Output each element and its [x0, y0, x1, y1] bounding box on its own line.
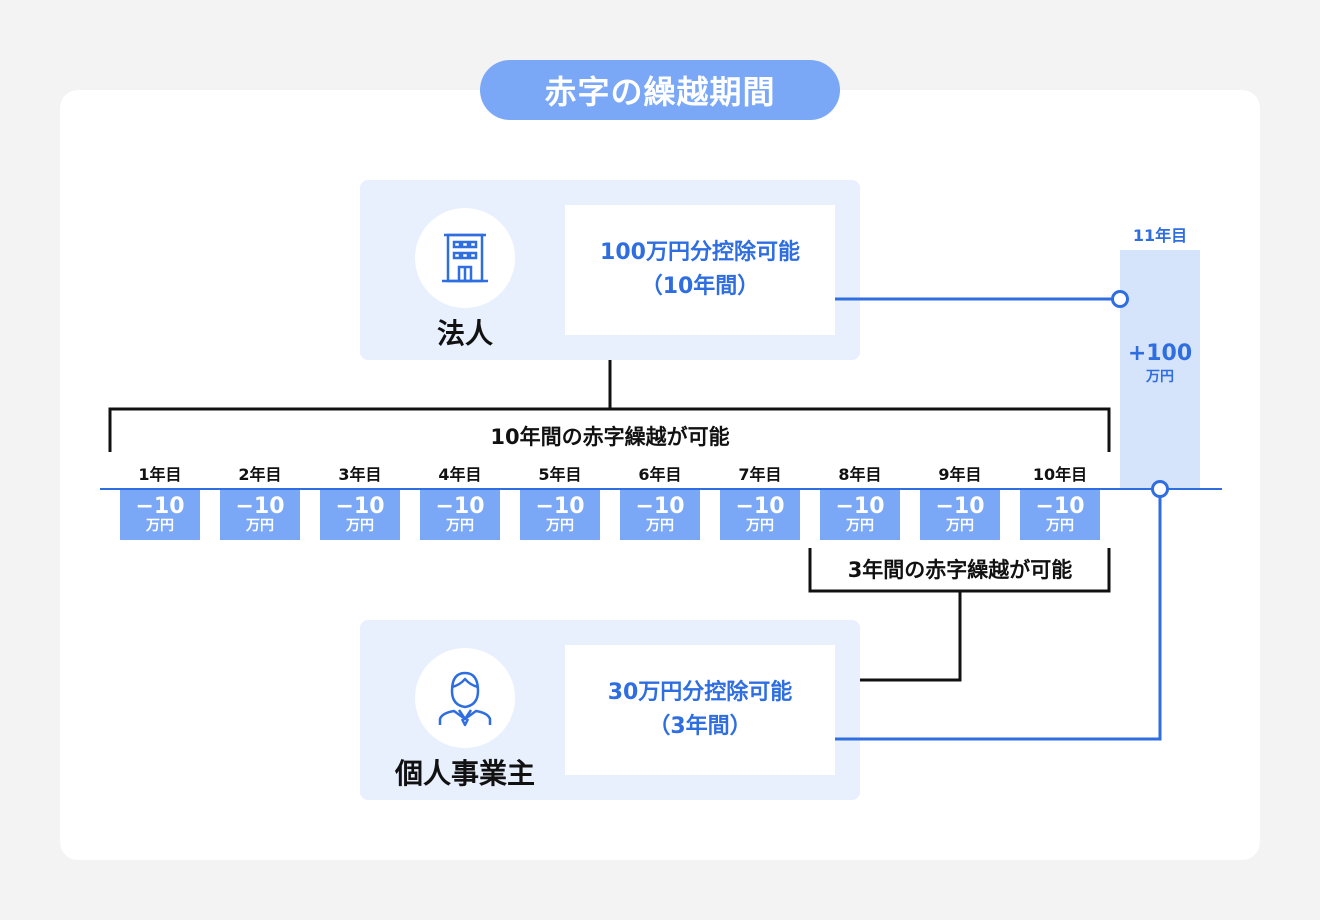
loss-value: −10 — [835, 494, 885, 519]
loss-unit: 万円 — [746, 518, 774, 534]
loss-value: −10 — [935, 494, 985, 519]
loss-unit: 万円 — [846, 518, 874, 534]
year-label: 3年目 — [338, 465, 382, 484]
corporation-bracket — [108, 407, 1111, 452]
building-icon — [415, 208, 515, 308]
year-label: 9年目 — [938, 465, 982, 484]
loss-unit: 万円 — [546, 518, 574, 534]
year11-label: 11年目 — [1132, 226, 1188, 245]
year-label: 7年目 — [738, 465, 782, 484]
person-icon — [415, 648, 515, 748]
loss-value: −10 — [335, 494, 385, 519]
loss-value: −10 — [535, 494, 585, 519]
loss-value: −10 — [735, 494, 785, 519]
person-icon-graphic — [438, 671, 492, 727]
sole-proprietor-connector-dot — [1151, 480, 1169, 498]
sole-proprietor-deduction: 30万円分控除可能 — [607, 680, 793, 705]
loss-unit: 万円 — [646, 518, 674, 534]
loss-unit: 万円 — [446, 518, 474, 534]
year-label: 6年目 — [638, 465, 682, 484]
year11-gain-value: +100 — [1127, 341, 1193, 366]
title-pill: 赤字の繰越期間 — [480, 60, 840, 120]
year11-gain-unit: 万円 — [1146, 369, 1174, 385]
corporation-connector-dot — [1111, 290, 1129, 308]
sole-proprietor-connector — [835, 497, 1162, 741]
year-label: 8年目 — [838, 465, 882, 484]
loss-value: −10 — [435, 494, 485, 519]
sole-proprietor-deduction-box: 30万円分控除可能 （3年間） — [565, 645, 835, 775]
loss-value: −10 — [1035, 494, 1085, 519]
year-label: 2年目 — [238, 465, 282, 484]
loss-unit: 万円 — [946, 518, 974, 534]
year-label: 1年目 — [138, 465, 182, 484]
corporation-deduction-box: 100万円分控除可能 （10年間） — [565, 205, 835, 335]
loss-value: −10 — [635, 494, 685, 519]
sole-proprietor-bracket-stem — [860, 591, 962, 682]
loss-unit: 万円 — [1046, 518, 1074, 534]
year-label: 10年目 — [1032, 465, 1088, 484]
building-icon-graphic — [442, 233, 488, 283]
loss-value: −10 — [135, 494, 185, 519]
year-label: 4年目 — [438, 465, 482, 484]
year11-gain: +100 万円 — [1120, 340, 1200, 386]
year-label: 5年目 — [538, 465, 582, 484]
loss-unit: 万円 — [246, 518, 274, 534]
corporation-label: 法人 — [436, 317, 493, 350]
diagram-title: 赤字の繰越期間 — [544, 73, 776, 111]
sole-proprietor-range-label: 3年間の赤字繰越が可能 — [847, 558, 1073, 582]
loss-unit: 万円 — [146, 518, 174, 534]
year11-gain-column — [1120, 250, 1200, 490]
sole-proprietor-label: 個人事業主 — [394, 757, 535, 790]
corporation-period: （10年間） — [640, 274, 760, 299]
corporation-range-label: 10年間の赤字繰越が可能 — [490, 425, 730, 449]
loss-unit: 万円 — [346, 518, 374, 534]
corporation-deduction: 100万円分控除可能 — [600, 240, 800, 265]
sole-proprietor-period: （3年間） — [648, 714, 752, 739]
loss-value: −10 — [235, 494, 285, 519]
